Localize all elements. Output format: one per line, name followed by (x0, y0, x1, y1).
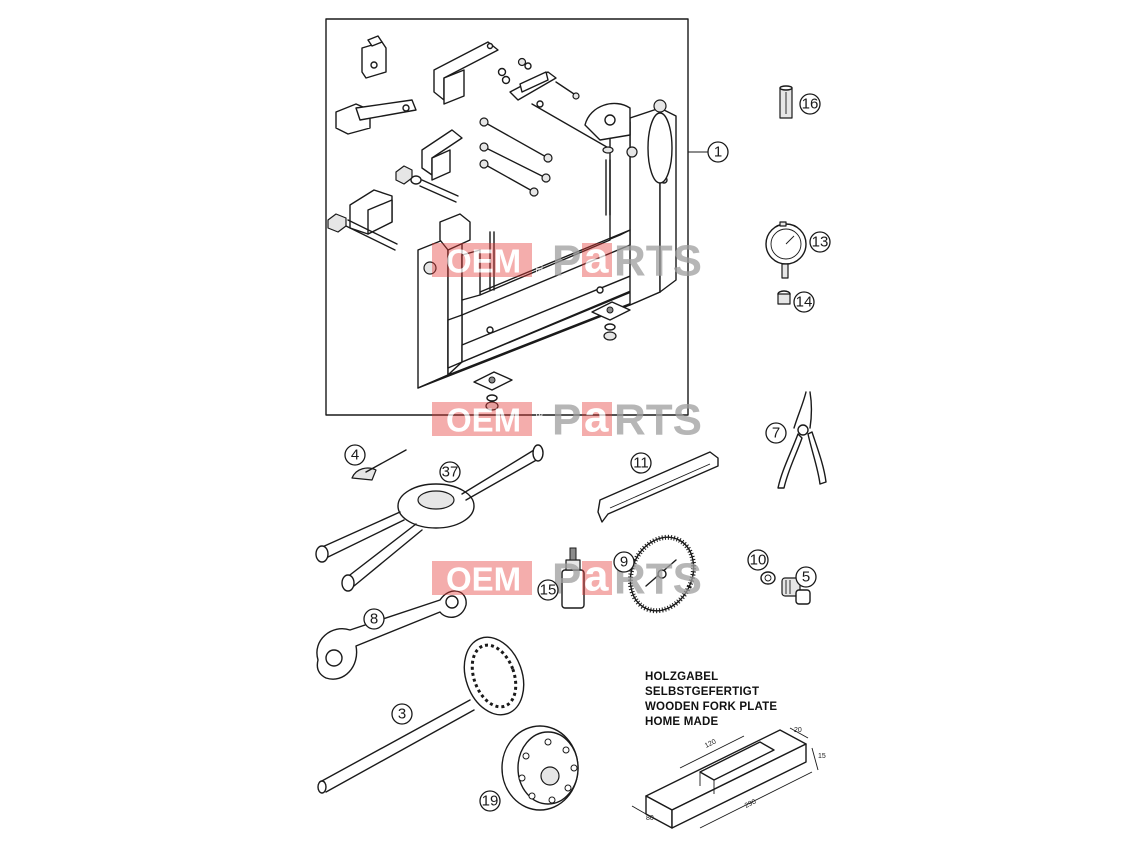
callout-8-label: 8 (370, 611, 378, 628)
watermark-oem-1: OEM (446, 243, 521, 280)
callout-1-label: 1 (714, 144, 722, 161)
callout-3: 3 (391, 703, 413, 725)
watermark-p-2: P (552, 396, 581, 445)
watermark-1: OEM BIKE P a RTS (432, 234, 702, 286)
clutch-holder (317, 636, 525, 794)
callout-19-label: 19 (482, 793, 499, 810)
bracket-arm-long (335, 99, 417, 135)
sleeve-tool (779, 85, 793, 119)
vertical-bolts (489, 146, 614, 291)
callout-3-label: 3 (398, 706, 406, 723)
kit-frame-box (325, 18, 689, 416)
callout-14-label: 14 (796, 294, 813, 311)
callout-11-label: 11 (633, 455, 649, 472)
callout-19: 19 (479, 790, 501, 812)
callout-16-label: 16 (802, 96, 819, 113)
watermark-rts-1: RTS (614, 237, 702, 286)
callout-9: 9 (613, 551, 635, 573)
bracket-small (361, 35, 387, 79)
note-line-2: SELBSTGEFERTIGT (645, 686, 760, 698)
callout-14: 14 (793, 291, 815, 313)
watermark-3: OEM BIKE P a RTS (432, 552, 702, 604)
callout-7: 7 (765, 422, 787, 444)
watermark-bike-2: BIKE (534, 411, 544, 433)
callout-13-label: 13 (812, 234, 829, 251)
gauge-strip (597, 451, 719, 523)
bracket-l-middle (421, 129, 463, 181)
callout-10: 10 (747, 549, 769, 571)
hook-spanner (316, 590, 467, 680)
wooden-fork-plate (631, 727, 819, 829)
nut-part (760, 571, 776, 585)
callout-4-label: 4 (351, 447, 359, 464)
callout-15-label: 15 (540, 582, 557, 599)
dim-20: 20 (794, 727, 802, 734)
watermark-2: OEM BIKE P a RTS (432, 393, 702, 445)
bolt-middle (395, 165, 459, 203)
foot-plate-front (473, 371, 513, 411)
watermark-rts-2: RTS (614, 396, 702, 445)
watermark-bike-1: BIKE (534, 252, 544, 274)
watermark-bike-3: BIKE (534, 570, 544, 592)
callout-11: 11 (630, 452, 652, 474)
bracket-l-upper (433, 41, 499, 105)
flywheel-puller (501, 725, 579, 811)
callout-9-label: 9 (620, 554, 628, 571)
wooden-fork-note: HOLZGABEL SELBSTGEFERTIGT WOODEN FORK PL… (645, 670, 777, 730)
stand-rotating-plate (584, 99, 673, 184)
callout-10-label: 10 (750, 552, 767, 569)
bolt-long-lower (327, 213, 398, 251)
small-sector-tool (351, 449, 407, 481)
watermark-a-2: a (584, 393, 609, 442)
link-bracket-small (497, 57, 580, 108)
callout-1: 1 (707, 141, 729, 163)
callout-15: 15 (537, 579, 559, 601)
callout-4: 4 (344, 444, 366, 466)
callout-5: 5 (795, 566, 817, 588)
sealant-bottle (561, 547, 585, 609)
degree-wheel (627, 534, 697, 614)
watermark-a-1: a (584, 234, 609, 283)
callout-37: 37 (439, 461, 461, 483)
bracket-box-lower (349, 189, 393, 235)
watermark-a-3: a (584, 552, 609, 601)
callout-37-label: 37 (442, 464, 459, 481)
watermark-oem-3: OEM (446, 561, 521, 598)
dim-15: 15 (818, 753, 826, 760)
circlip-pliers (777, 391, 827, 489)
dim-120: 120 (704, 738, 718, 749)
foot-plate-rear (591, 301, 631, 341)
callout-5-label: 5 (802, 569, 810, 586)
callout-7-label: 7 (772, 425, 780, 442)
gauge-adapter (777, 290, 791, 305)
callout-13: 13 (809, 231, 831, 253)
callout-16: 16 (799, 93, 821, 115)
thread-adapter (781, 577, 811, 605)
watermark-oem-2: OEM (446, 402, 521, 439)
note-line-4: HOME MADE (645, 716, 719, 728)
note-line-1: HOLZGABEL (645, 671, 719, 683)
watermark-p-1: P (552, 237, 581, 286)
dim-80: 80 (646, 815, 654, 822)
callout-8: 8 (363, 608, 385, 630)
holding-tool (315, 444, 544, 592)
threaded-studs (479, 103, 613, 197)
note-line-3: WOODEN FORK PLATE (645, 701, 778, 713)
dial-gauge (765, 221, 807, 279)
dim-290: 290 (744, 798, 758, 809)
